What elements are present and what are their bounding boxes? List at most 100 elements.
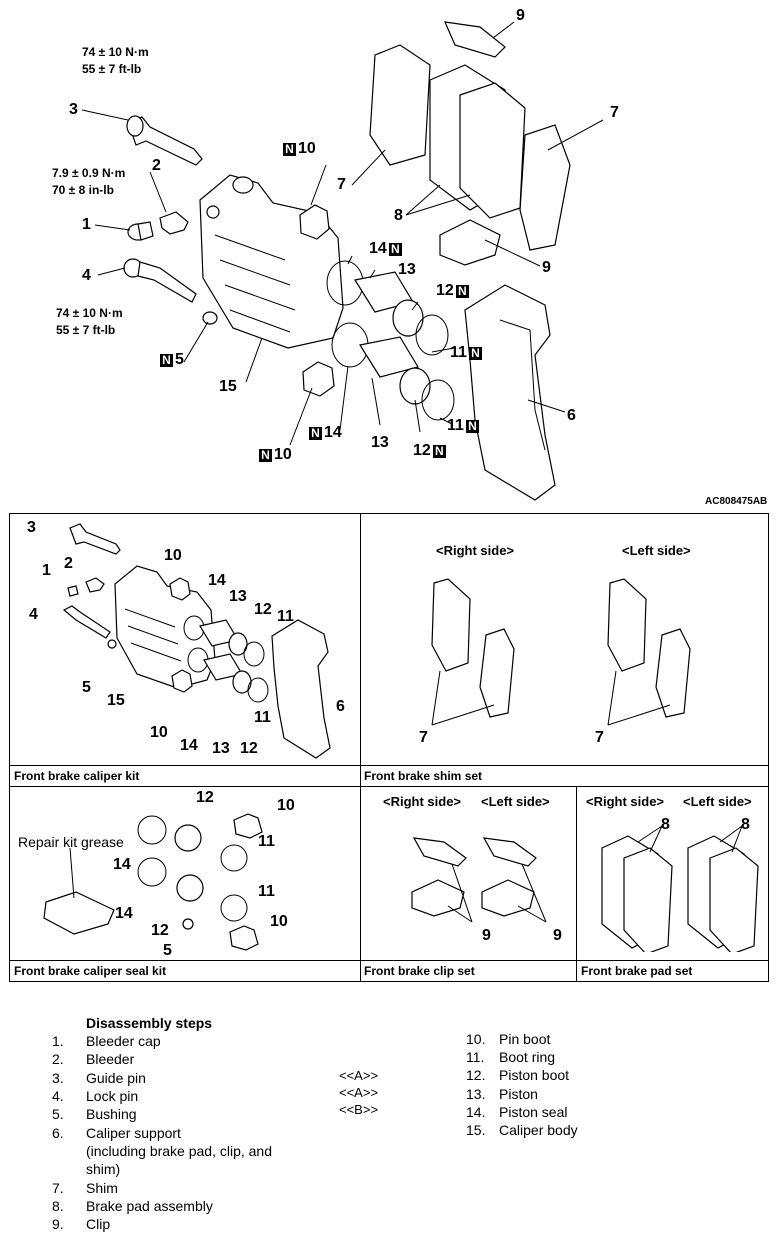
caliper-body-15 [199, 174, 344, 349]
bleeder-2 [159, 211, 189, 235]
step-text: Piston [499, 1086, 538, 1102]
kit-callout-12-upper: 12 [254, 601, 272, 618]
step-text: (including brake pad, clip, and [86, 1143, 273, 1159]
seal-callout-14-lower: 14 [115, 905, 133, 922]
step-text: Piston seal [499, 1104, 568, 1120]
step-text: Pin boot [499, 1031, 551, 1047]
bleeder-cap-1 [127, 221, 154, 241]
caption-clip-set: Front brake clip set [364, 964, 475, 978]
pad-callout-8-left: 8 [741, 816, 750, 833]
new-part-badge: N [259, 449, 272, 462]
kit-callout-3: 3 [27, 519, 36, 536]
shim-set-drawing [431, 578, 691, 726]
kit-callout-6: 6 [336, 698, 345, 715]
kit-callout-10-lower: 10 [150, 724, 168, 741]
piston-13-lower [359, 336, 419, 378]
kit-callout-11-upper: 11 [277, 608, 294, 625]
clip-9-upper [444, 21, 506, 58]
grid-rule [9, 765, 769, 766]
step-text: Boot ring [499, 1049, 556, 1065]
pad-callout-8-right: 8 [661, 816, 670, 833]
kit-callout-14-upper: 14 [208, 572, 226, 589]
new-part-badge: N [465, 420, 479, 433]
step-num: 11. [466, 1049, 485, 1065]
step-text: Caliper body [499, 1122, 578, 1138]
step-text: shim) [86, 1161, 121, 1177]
callout-6: 6 [567, 407, 576, 424]
clip-right-side: <Right side> [383, 794, 462, 809]
seal-callout-14-upper: 14 [113, 856, 131, 873]
step-text: Bushing [86, 1106, 137, 1122]
step-num: 7. [52, 1180, 64, 1196]
piston-boot-12-upper [392, 299, 424, 337]
caption-caliper-kit: Front brake caliper kit [14, 769, 140, 783]
step-text: Caliper support [86, 1125, 181, 1141]
callout-15: 15 [219, 378, 237, 395]
seal-callout-10-lower: 10 [270, 913, 288, 930]
kit-callout-15: 15 [107, 692, 125, 709]
shim-callout-7-left: 7 [595, 729, 604, 746]
step-text: Brake pad assembly [86, 1198, 213, 1214]
caption-shim-set: Front brake shim set [364, 769, 483, 783]
clip-callout-9-right: 9 [482, 927, 491, 944]
step-num: 5. [52, 1106, 64, 1122]
step-num: 14. [466, 1104, 486, 1120]
kit-callout-10-upper: 10 [164, 547, 182, 564]
step-num: 10. [466, 1031, 486, 1047]
torque-4-nm: 74 ± 10 N·m [56, 306, 123, 320]
clip-set-drawing [411, 837, 547, 923]
kit-callout-5: 5 [82, 679, 91, 696]
step-text: Bleeder cap [86, 1033, 161, 1049]
bushing-5 [202, 311, 218, 325]
figure-code: AC808475AB [705, 496, 768, 507]
new-part-badge: N [468, 347, 482, 360]
pad-left-side: <Left side> [683, 794, 752, 809]
step-num: 6. [52, 1125, 64, 1141]
boot-ring-11-upper [415, 314, 449, 356]
torque-3-ftlb: 55 ± 7 ft-lb [82, 62, 142, 76]
callout-9-upper: 9 [516, 7, 525, 24]
torque-2-inlb: 70 ± 8 in-lb [52, 183, 114, 197]
brake-pad-8-inner [459, 82, 526, 219]
seal-callout-5: 5 [163, 942, 172, 959]
step-text: Lock pin [86, 1088, 139, 1104]
kit-grid [9, 513, 769, 982]
step-num: 3. [52, 1070, 64, 1086]
boot-ring-11-lower [421, 379, 455, 421]
grid-rule [576, 787, 577, 982]
step-num: 12. [466, 1067, 486, 1083]
caliper-support-6 [464, 284, 556, 501]
step-text: Bleeder [86, 1051, 135, 1067]
kit-callout-4: 4 [29, 606, 38, 623]
step-num: 13. [466, 1086, 486, 1102]
step-num: 1. [52, 1033, 64, 1049]
new-part-badge: N [309, 427, 322, 440]
kit-callout-1: 1 [42, 562, 51, 579]
callout-13-upper: 13 [398, 261, 416, 278]
clip-9-lower [439, 219, 501, 266]
pad-right-side: <Right side> [586, 794, 665, 809]
kit-callout-13-upper: 13 [229, 588, 247, 605]
new-part-badge: N [388, 243, 402, 256]
repair-kit-grease-label: Repair kit grease [18, 834, 124, 850]
seal-callout-11-upper: 11 [258, 833, 275, 850]
step-text: Guide pin [86, 1070, 146, 1086]
caliper-kit-drawing [62, 523, 331, 759]
torque-4-ftlb: 55 ± 7 ft-lb [56, 323, 116, 337]
marker-a: <<A>> [339, 1085, 379, 1100]
new-part-badge: N [160, 354, 173, 367]
new-part-badge: N [283, 143, 296, 156]
steps-heading: Disassembly steps [86, 1015, 213, 1031]
pad-set-drawing [601, 825, 759, 952]
grid-rule [9, 960, 769, 961]
kit-callout-13-lower: 13 [212, 740, 230, 757]
step-text: Piston boot [499, 1067, 570, 1083]
callout-4: 4 [82, 267, 91, 284]
pin-boot-10-upper [299, 204, 330, 240]
